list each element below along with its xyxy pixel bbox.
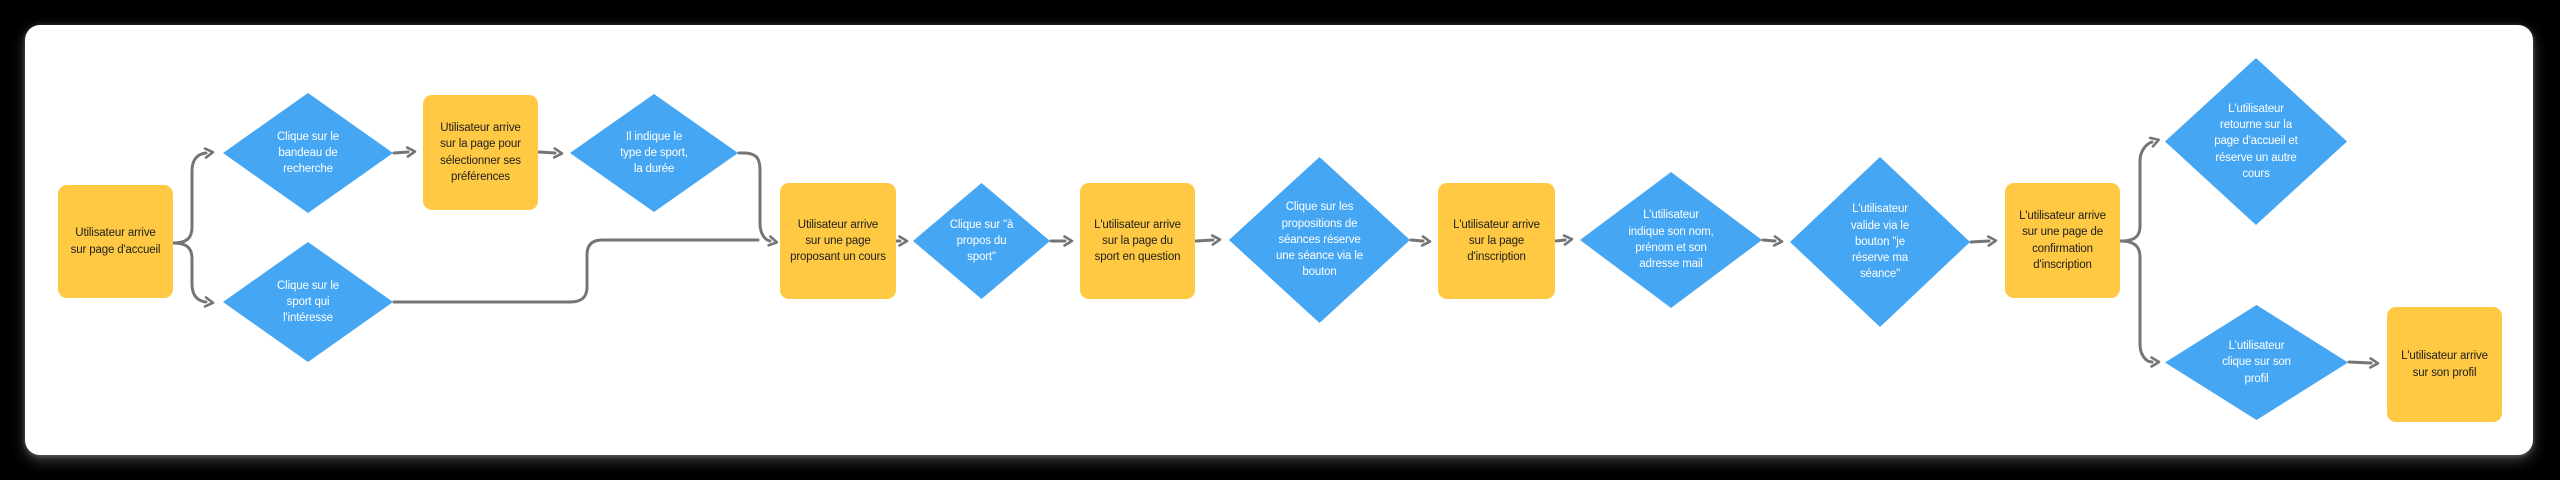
edge-cliqueprofil-pageprofil xyxy=(2347,357,2380,369)
node-page-confirmation[interactable]: L'utilisateur arrive sur une page de con… xyxy=(2005,183,2120,298)
node-page-confirmation-label: L'utilisateur arrive sur une page de con… xyxy=(2019,209,2106,271)
node-page-cours[interactable]: Utilisateur arrive sur une page proposan… xyxy=(780,183,896,299)
node-page-profil-label: L'utilisateur arrive sur son profil xyxy=(2401,350,2488,379)
node-page-preferences-label: Utilisateur arrive sur la page pour séle… xyxy=(440,121,521,183)
edge-infos-valide xyxy=(1761,235,1784,247)
node-page-sport-label: L'utilisateur arrive sur la page du spor… xyxy=(1094,218,1181,264)
node-accueil[interactable]: Utilisateur arrive sur page d'accueil xyxy=(58,185,173,298)
node-page-sport[interactable]: L'utilisateur arrive sur la page du spor… xyxy=(1080,183,1195,299)
edge-confirmation-profil xyxy=(2119,239,2161,368)
edge-sport-cours xyxy=(392,238,760,304)
node-accueil-label: Utilisateur arrive sur page d'accueil xyxy=(70,227,161,256)
node-page-cours-label: Utilisateur arrive sur une page proposan… xyxy=(790,218,886,264)
node-retour-accueil-label: L'utilisateur retourne sur la page d'acc… xyxy=(2214,102,2298,180)
node-reserve-seance-label: Clique sur les propositions de séances r… xyxy=(1276,201,1363,279)
edge-preferences-typesport xyxy=(537,147,564,159)
edge-accueil-sport xyxy=(171,241,215,308)
edge-seances-inscription xyxy=(1409,235,1432,247)
edge-accueil-recherche xyxy=(171,147,215,245)
node-page-preferences[interactable]: Utilisateur arrive sur la page pour séle… xyxy=(423,95,538,210)
node-type-sport-duree-label: Il indique le type de sport, la durée xyxy=(620,130,688,176)
node-clique-profil-label: L'utilisateur clique sur son profil xyxy=(2222,340,2291,385)
edge-pagesport-seances xyxy=(1194,234,1222,246)
node-page-inscription[interactable]: L'utilisateur arrive sur la page d'inscr… xyxy=(1438,183,1555,299)
node-sport-interesse-label: Clique sur le sport qui l'intéresse xyxy=(277,279,339,325)
node-page-profil[interactable]: L'utilisateur arrive sur son profil xyxy=(2387,307,2502,422)
edge-typesport-cours xyxy=(737,151,779,247)
node-infos-perso-label: L'utilisateur indique son nom, prénom et… xyxy=(1628,209,1714,271)
edge-confirmation-retour xyxy=(2119,136,2160,243)
node-a-propos-sport-label: Clique sur "à propos du sport" xyxy=(949,218,1014,264)
edge-recherche-preferences xyxy=(392,146,417,158)
node-bandeau-recherche-label: Clique sur le bandeau de recherche xyxy=(277,130,339,176)
node-valide-bouton-label: L'utilisateur valide via le bouton "je r… xyxy=(1850,203,1910,281)
edge-valide-confirmation xyxy=(1969,235,1998,247)
edge-inscription-infos xyxy=(1554,234,1574,246)
node-page-inscription-label: L'utilisateur arrive sur la page d'inscr… xyxy=(1453,218,1540,264)
